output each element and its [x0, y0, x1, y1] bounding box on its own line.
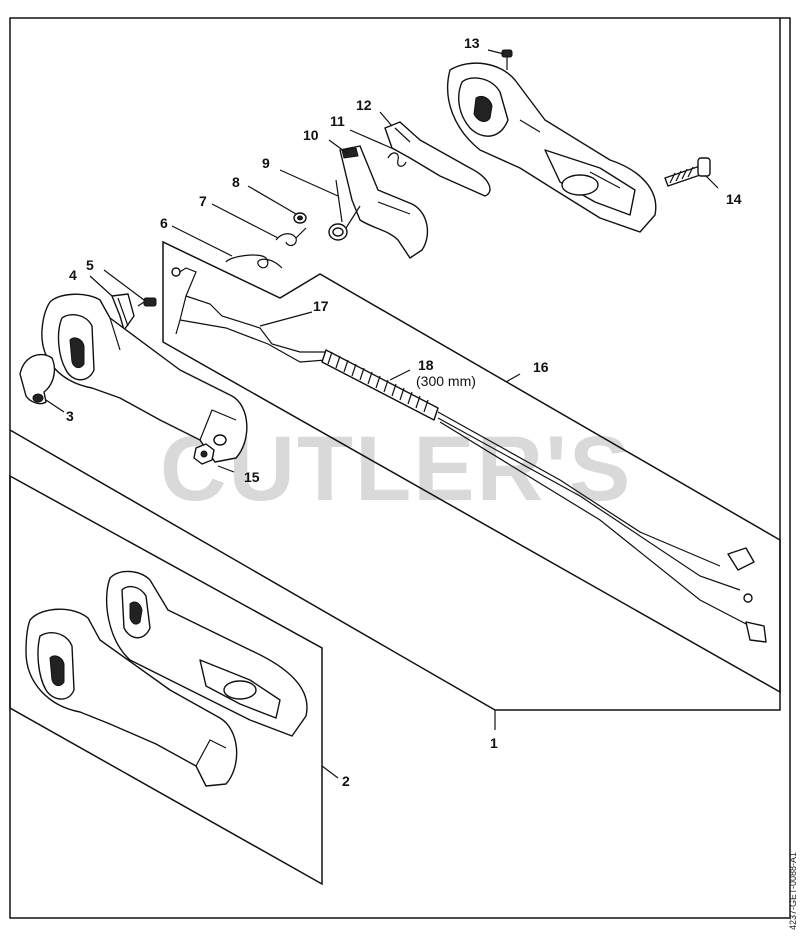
callout-11: 11	[330, 113, 345, 129]
callout-6: 6	[160, 215, 168, 231]
torsion-spring-9	[328, 179, 361, 241]
throttle-trigger-10	[339, 145, 429, 259]
callout-18: 18	[418, 357, 434, 373]
callout-13: 13	[464, 35, 480, 51]
callout-7: 7	[199, 193, 207, 209]
nut-15	[193, 443, 215, 465]
diagram-border	[9, 17, 791, 919]
assembly-1-frame	[9, 18, 781, 711]
grip-cap-3	[19, 353, 56, 405]
screw-5-icon	[137, 297, 157, 307]
callout-9: 9	[262, 155, 270, 171]
throttle-cable-18	[321, 349, 751, 627]
callout-5: 5	[86, 257, 94, 273]
callout-4: 4	[69, 267, 77, 283]
callout-3: 3	[66, 408, 74, 424]
callout-2: 2	[342, 773, 350, 789]
assembly-16-frame	[162, 240, 781, 694]
right-handle-housing	[446, 62, 657, 233]
callout-10: 10	[303, 127, 319, 143]
left-handle-housing	[41, 293, 248, 463]
assembly-2-frame	[9, 474, 323, 886]
washer-8	[293, 212, 307, 224]
throttle-rod-17	[171, 267, 327, 363]
interlock-lever-12	[384, 121, 491, 197]
spring-6-icon	[225, 254, 283, 269]
spring-11-icon	[387, 152, 407, 167]
callout-12: 12	[356, 97, 372, 113]
connectors-16	[727, 547, 767, 643]
leader-lines	[45, 49, 719, 779]
callout-14: 14	[726, 191, 742, 207]
handle-housing-pair-2	[25, 570, 308, 787]
callout-1: 1	[490, 735, 498, 751]
spring-7-icon	[275, 227, 307, 247]
drawing-code: 4237-GET-0088-A1	[788, 852, 798, 930]
callout-17: 17	[313, 298, 329, 314]
screw-13-icon	[501, 49, 513, 70]
callout-18-note: (300 mm)	[416, 373, 476, 389]
contact-spring-4	[111, 293, 135, 331]
screw-14-icon	[664, 157, 711, 187]
callout-16: 16	[533, 359, 549, 375]
callout-15: 15	[244, 469, 260, 485]
callout-8: 8	[232, 174, 240, 190]
